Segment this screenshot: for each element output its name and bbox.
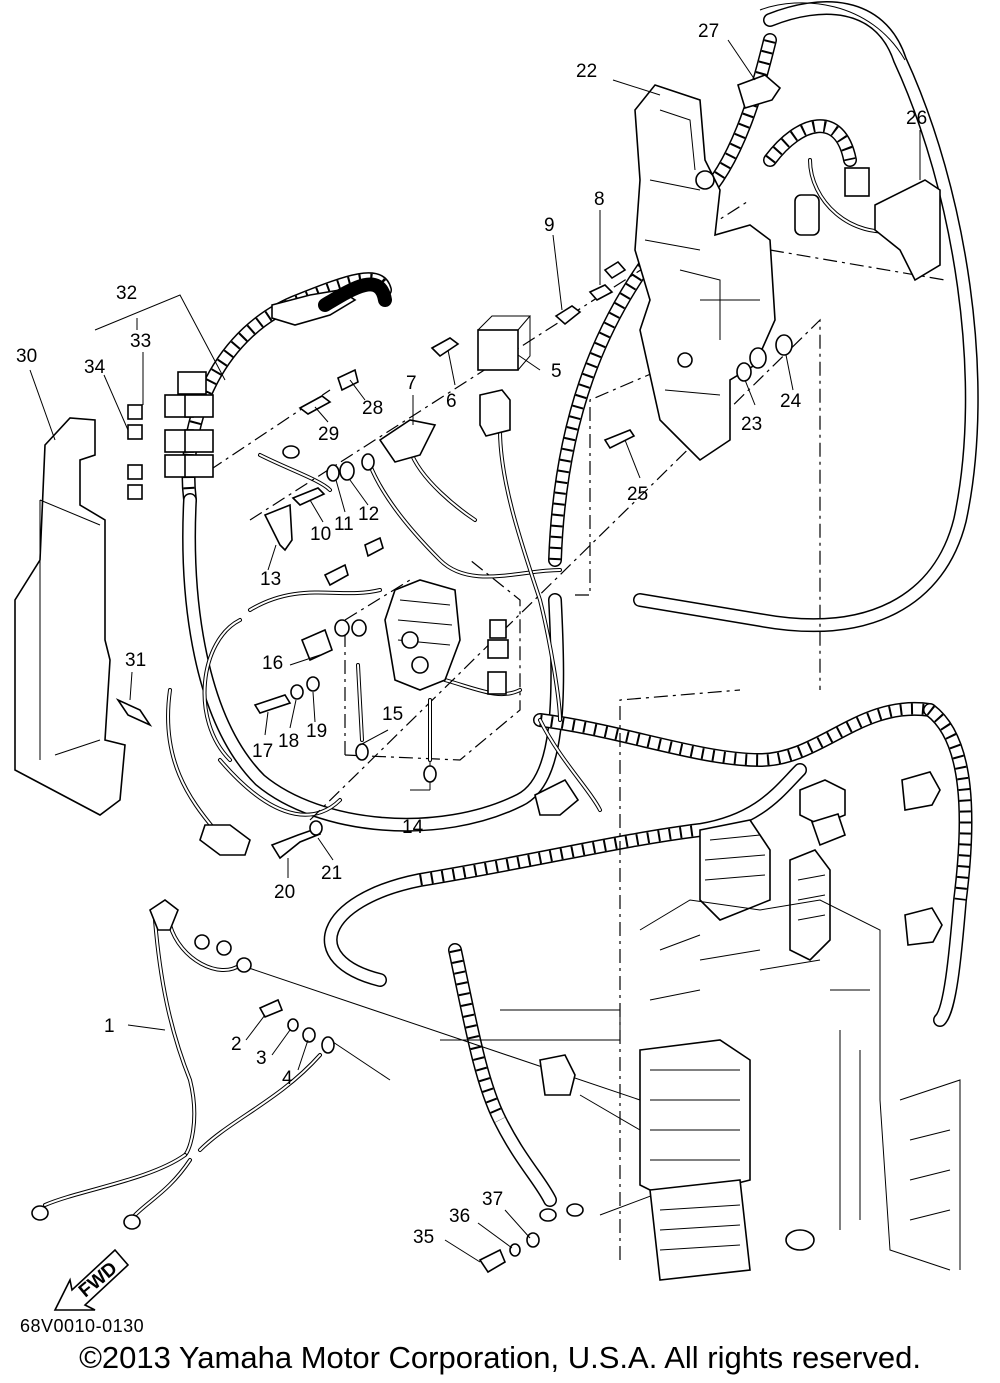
callout-8: 8 [594, 189, 605, 210]
callout-12: 12 [358, 504, 379, 525]
callout-4: 4 [282, 1068, 293, 1089]
part-30-cover [14, 417, 153, 816]
callout-14: 14 [402, 817, 424, 838]
part-1-lead [31, 899, 335, 1230]
callout-37: 37 [482, 1189, 503, 1210]
callout-13: 13 [260, 569, 281, 590]
callout-17: 17 [252, 741, 273, 762]
callout-36: 36 [449, 1206, 470, 1227]
part-32-relays [94, 294, 226, 500]
callout-31: 31 [125, 650, 146, 671]
callout-23: 23 [741, 414, 762, 435]
callout-20: 20 [274, 882, 295, 903]
callout-6: 6 [446, 391, 457, 412]
callout-34: 34 [84, 357, 106, 378]
callout-32: 32 [116, 283, 137, 304]
callout-25: 25 [627, 484, 648, 505]
callout-2: 2 [231, 1034, 242, 1055]
callout-numbers: 1 2 3 4 5 6 7 8 9 10 11 12 13 14 15 16 1… [16, 21, 927, 1248]
inner-wiring [166, 428, 602, 832]
callout-11: 11 [334, 514, 354, 535]
callout-3: 3 [256, 1048, 267, 1069]
callout-33: 33 [130, 331, 151, 352]
callout-1: 1 [104, 1016, 115, 1037]
callout-28: 28 [362, 398, 383, 419]
copyright-notice: ©2013 Yamaha Motor Corporation, U.S.A. A… [79, 1340, 921, 1375]
callout-9: 9 [544, 215, 555, 236]
callout-10: 10 [310, 524, 331, 545]
callout-27: 27 [698, 21, 719, 42]
callout-leaders [29, 39, 921, 1263]
callout-22: 22 [576, 61, 597, 82]
part-20-bolt [199, 820, 323, 860]
callout-30: 30 [16, 346, 37, 367]
diagram-code: 68V0010-0130 [20, 1316, 145, 1336]
callout-16: 16 [262, 653, 283, 674]
callout-5: 5 [551, 361, 562, 382]
callout-26: 26 [906, 108, 927, 129]
harness-connectors [478, 771, 943, 1274]
fwd-arrow: FWD [53, 1248, 130, 1311]
part-26-connector [763, 119, 941, 282]
callout-29: 29 [318, 424, 339, 445]
small-hardware [263, 260, 793, 587]
engine-block [639, 819, 961, 1281]
callout-24: 24 [780, 391, 802, 412]
callout-19: 19 [306, 721, 327, 742]
part-5-relay [271, 277, 532, 437]
callout-7: 7 [406, 373, 417, 394]
callout-15: 15 [382, 704, 403, 725]
part-22-bracket [634, 74, 782, 462]
callout-35: 35 [413, 1227, 434, 1248]
callout-18: 18 [278, 731, 299, 752]
callout-21: 21 [321, 863, 342, 884]
